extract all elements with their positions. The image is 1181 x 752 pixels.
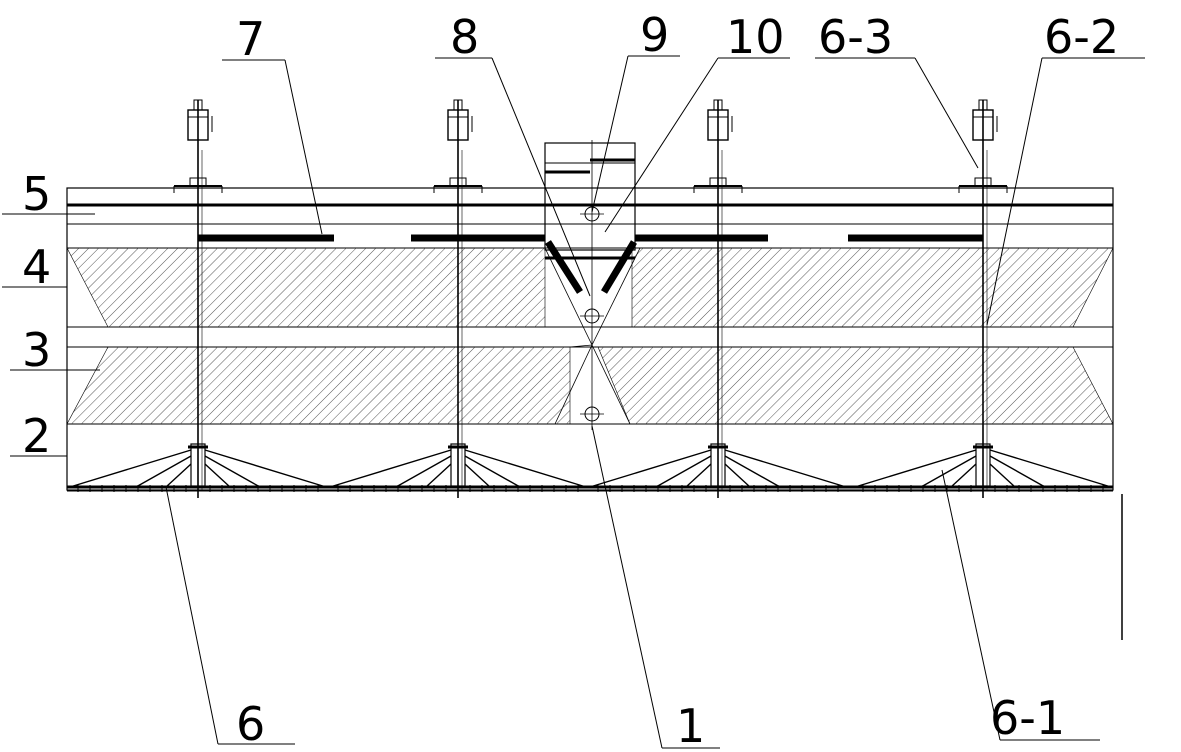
- callout-labels: 5 4 3 2 7 8 9 10 6-3 6-2 6 1 6-1: [22, 8, 1119, 752]
- callout-5: 5: [22, 167, 51, 221]
- agitator-bearing-1: [189, 177, 207, 187]
- agitator-bearing-4: [974, 177, 992, 187]
- tank-body: [66, 187, 1114, 491]
- center-cone-lines: [544, 140, 641, 430]
- rake-arm-4-4: [989, 455, 1046, 488]
- rake-arm-3-2: [724, 449, 847, 488]
- agitator-motor-cap-4: [978, 99, 988, 111]
- agitator-bearing-2: [449, 177, 467, 187]
- rake-arm-3-6: [724, 463, 751, 488]
- callout-10: 10: [726, 10, 785, 64]
- lower-media-layer: [66, 346, 1114, 425]
- rake-arm-2-4: [464, 455, 521, 488]
- upper-media-layer: [66, 247, 1114, 328]
- rake-arm-2-1: [329, 449, 452, 488]
- callout-7: 7: [236, 12, 265, 66]
- callout-6-3: 6-3: [818, 10, 893, 64]
- rake-arm-4-5: [950, 463, 977, 488]
- agitator-bearing-3: [709, 177, 727, 187]
- callout-6-2: 6-2: [1044, 10, 1119, 64]
- rake-arm-4-1: [854, 449, 977, 488]
- rake-arm-1-1: [69, 449, 192, 488]
- agitator-units: [69, 99, 1112, 498]
- agitator-motor-cap-2: [453, 99, 463, 111]
- rake-arm-3-3: [655, 455, 712, 488]
- funnel-plates: [545, 240, 638, 294]
- rake-arm-1-5: [165, 463, 192, 488]
- callout-1: 1: [676, 699, 705, 752]
- rake-arm-4-2: [989, 449, 1112, 488]
- rake-arm-2-2: [464, 449, 587, 488]
- leader-lines: [2, 55, 1145, 749]
- rake-arm-4-3: [920, 455, 977, 488]
- rake-arm-2-6: [464, 463, 491, 488]
- callout-2: 2: [22, 409, 51, 463]
- callout-4: 4: [22, 240, 51, 294]
- agitator-motor-cap-3: [713, 99, 723, 111]
- rake-arm-3-4: [724, 455, 781, 488]
- rake-arm-2-3: [395, 455, 452, 488]
- rake-arm-1-2: [204, 449, 327, 488]
- callout-3: 3: [22, 323, 51, 377]
- callout-9: 9: [640, 8, 669, 62]
- agitator-motor-cap-1: [193, 99, 203, 111]
- rake-arm-1-6: [204, 463, 231, 488]
- base-plate: [67, 490, 1123, 640]
- rake-arm-1-3: [135, 455, 192, 488]
- callout-6-1: 6-1: [990, 691, 1065, 745]
- rake-arm-4-6: [989, 463, 1016, 488]
- rake-arm-1-4: [204, 455, 261, 488]
- callout-8: 8: [450, 10, 479, 64]
- rake-arm-3-5: [685, 463, 712, 488]
- callout-6: 6: [236, 697, 265, 751]
- rake-arm-3-1: [589, 449, 712, 488]
- rake-arm-2-5: [425, 463, 452, 488]
